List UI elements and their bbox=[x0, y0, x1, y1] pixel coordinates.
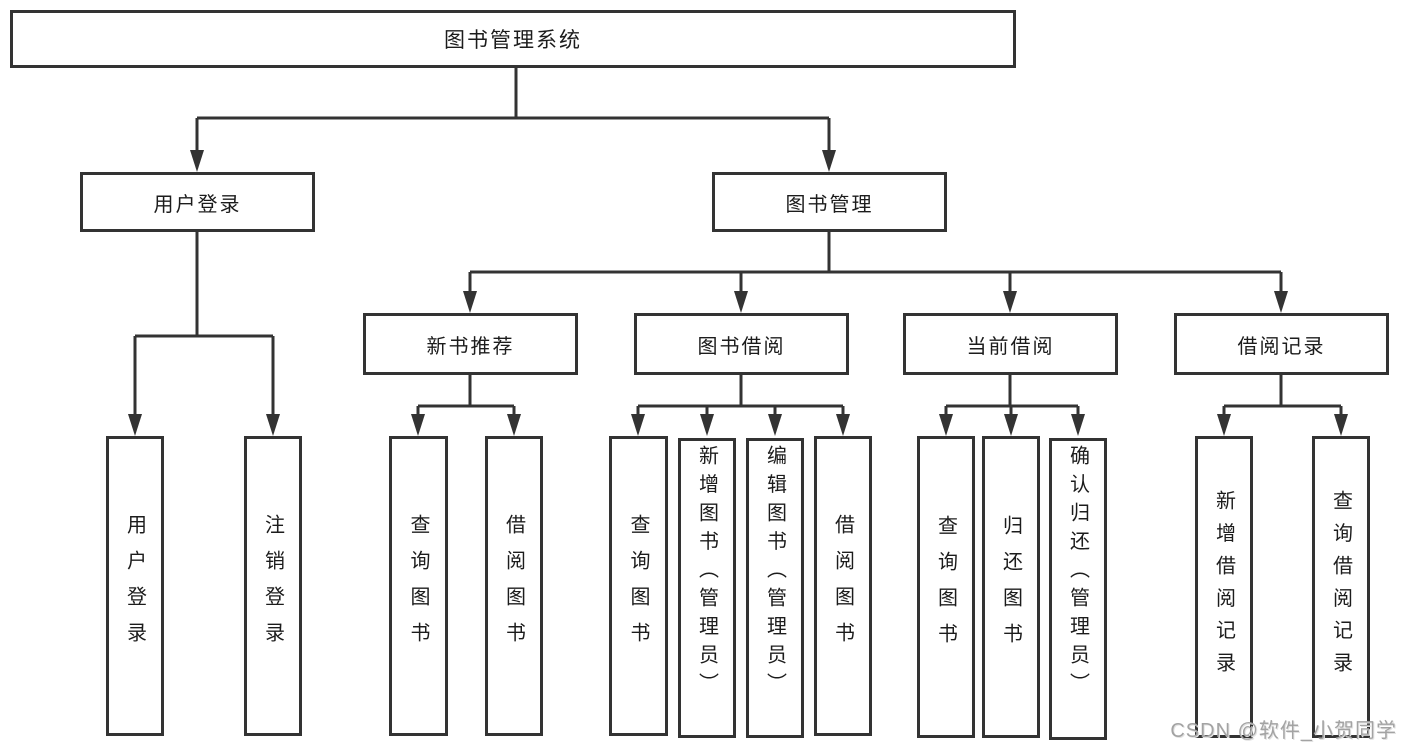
leaf-edit-book-admin: 编辑图书（管理员） bbox=[746, 438, 804, 738]
arrow-icon bbox=[266, 414, 280, 436]
arrow-icon bbox=[128, 414, 142, 436]
arrow-icon bbox=[1334, 414, 1348, 436]
node-current-borrowing: 当前借阅 bbox=[903, 313, 1118, 375]
leaf-label: 查询图书 bbox=[407, 514, 429, 658]
leaf-borrowing-query-books: 查询图书 bbox=[609, 436, 668, 736]
leaf-user-login: 用户登录 bbox=[106, 436, 164, 736]
arrow-icon bbox=[734, 291, 748, 313]
node-new-book-recommend: 新书推荐 bbox=[363, 313, 578, 375]
leaf-label: 借阅图书 bbox=[831, 514, 854, 658]
arrow-icon bbox=[507, 414, 521, 436]
arrow-icon bbox=[1004, 414, 1018, 436]
arrow-icon bbox=[1071, 414, 1085, 436]
leaf-borrowing-borrow-books: 借阅图书 bbox=[814, 436, 872, 736]
node-book-borrowing: 图书借阅 bbox=[634, 313, 849, 375]
edge-recommend-to-leaves bbox=[416, 375, 516, 417]
leaf-current-query-books: 查询图书 bbox=[917, 436, 975, 738]
leaf-label: 查询图书 bbox=[934, 515, 957, 659]
leaf-label: 用户登录 bbox=[123, 514, 146, 658]
edge-borrowing-to-leaves bbox=[636, 375, 845, 417]
leaf-label: 查询图书 bbox=[627, 514, 649, 658]
arrow-icon bbox=[411, 414, 425, 436]
arrow-icon bbox=[190, 150, 204, 172]
leaf-return-books: 归还图书 bbox=[982, 436, 1040, 738]
leaf-recommend-borrow-books: 借阅图书 bbox=[485, 436, 543, 736]
leaf-label: 归还图书 bbox=[999, 515, 1022, 659]
arrow-icon bbox=[463, 291, 477, 313]
leaf-confirm-return-admin: 确认归还（管理员） bbox=[1049, 438, 1107, 740]
edge-current-to-leaves bbox=[944, 375, 1080, 417]
arrow-icon bbox=[768, 414, 782, 436]
node-user-login: 用户登录 bbox=[80, 172, 315, 232]
arrow-icon bbox=[1217, 414, 1231, 436]
arrow-icon bbox=[1003, 291, 1017, 313]
arrowheads bbox=[128, 150, 1348, 436]
leaf-add-book-admin: 新增图书（管理员） bbox=[678, 438, 736, 738]
arrow-icon bbox=[1274, 291, 1288, 313]
csdn-watermark: CSDN @软件_小贺同学 bbox=[1170, 720, 1397, 742]
leaf-add-borrow-record: 新增借阅记录 bbox=[1195, 436, 1253, 738]
leaf-label: 借阅图书 bbox=[502, 514, 525, 658]
edge-bookmgmt-to-level2 bbox=[468, 232, 1283, 294]
leaf-label: 查询借阅记录 bbox=[1329, 489, 1352, 685]
leaf-recommend-query-books: 查询图书 bbox=[389, 436, 448, 736]
leaf-label: 新增借阅记录 bbox=[1212, 489, 1235, 685]
edge-root-to-level1 bbox=[195, 68, 831, 153]
leaf-label: 注销登录 bbox=[261, 514, 284, 658]
leaf-label: 确认归还（管理员） bbox=[1066, 445, 1089, 701]
edge-records-to-leaves bbox=[1222, 375, 1343, 417]
node-book-management: 图书管理 bbox=[712, 172, 947, 232]
arrow-icon bbox=[836, 414, 850, 436]
leaf-logout: 注销登录 bbox=[244, 436, 302, 736]
node-borrowing-records: 借阅记录 bbox=[1174, 313, 1389, 375]
edge-userlogin-to-leaves bbox=[133, 232, 275, 417]
arrow-icon bbox=[822, 150, 836, 172]
leaf-label: 编辑图书（管理员） bbox=[763, 445, 786, 701]
leaf-query-borrow-record: 查询借阅记录 bbox=[1312, 436, 1370, 738]
root-node-library-system: 图书管理系统 bbox=[10, 10, 1016, 68]
leaf-label: 新增图书（管理员） bbox=[695, 445, 718, 701]
arrow-icon bbox=[700, 414, 714, 436]
arrow-icon bbox=[631, 414, 645, 436]
arrow-icon bbox=[939, 414, 953, 436]
